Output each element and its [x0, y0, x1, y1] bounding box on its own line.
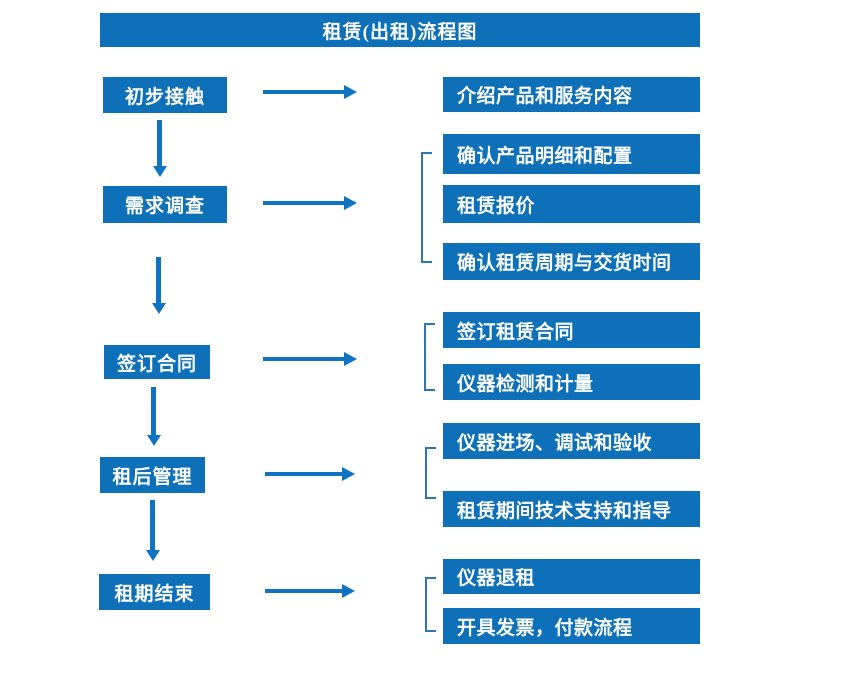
stage-box-rental-end: 租期结束 — [99, 574, 210, 610]
right-arrow-5-icon — [265, 589, 342, 593]
stage-label: 签订合同 — [116, 353, 197, 375]
stage-box-demand-survey: 需求调查 — [103, 186, 227, 223]
stage-label: 租后管理 — [112, 466, 193, 488]
detail-label: 租赁期间技术支持和指导 — [457, 500, 672, 522]
detail-label: 仪器进场、调试和验收 — [457, 432, 653, 454]
detail-label: 仪器退租 — [457, 568, 536, 589]
title-banner: 租赁(出租)流程图 — [100, 13, 700, 47]
page-title: 租赁(出租)流程图 — [322, 21, 478, 43]
stage-box-post-rental-management: 租后管理 — [100, 457, 205, 493]
right-arrow-4-icon — [265, 472, 342, 476]
detail-box-confirm-period-delivery: 确认租赁周期与交货时间 — [443, 243, 700, 280]
detail-box-intro-products-services: 介绍产品和服务内容 — [443, 77, 700, 112]
bracket-group-3-icon — [425, 447, 436, 499]
stage-label: 租期结束 — [114, 583, 195, 605]
detail-label: 开具发票，付款流程 — [457, 617, 633, 639]
detail-box-instrument-testing: 仪器检测和计量 — [443, 364, 700, 400]
detail-label: 租赁报价 — [457, 195, 536, 217]
detail-label: 确认租赁周期与交货时间 — [457, 253, 672, 274]
detail-box-rental-quote: 租赁报价 — [443, 185, 700, 223]
stage-label: 需求调查 — [124, 196, 205, 217]
bracket-group-1-icon — [421, 152, 432, 263]
right-arrow-3-icon — [263, 357, 344, 361]
detail-label: 介绍产品和服务内容 — [457, 86, 633, 107]
stage-box-initial-contact: 初步接触 — [103, 77, 227, 113]
right-arrow-1-icon — [263, 90, 344, 94]
bracket-group-2-icon — [424, 323, 435, 391]
stage-label: 初步接触 — [124, 86, 205, 108]
down-arrow-1-icon — [157, 120, 162, 166]
stage-box-sign-contract: 签订合同 — [104, 345, 210, 379]
detail-label: 确认产品明细和配置 — [457, 145, 633, 167]
right-arrow-2-icon — [263, 201, 344, 205]
detail-label: 仪器检测和计量 — [457, 373, 594, 395]
detail-box-sign-rental-contract: 签订租赁合同 — [443, 312, 700, 348]
detail-box-invoice-payment: 开具发票，付款流程 — [443, 608, 700, 644]
detail-box-tech-support: 租赁期间技术支持和指导 — [443, 491, 700, 527]
detail-box-instrument-setup-acceptance: 仪器进场、调试和验收 — [443, 423, 700, 459]
detail-label: 签订租赁合同 — [457, 321, 575, 343]
detail-box-confirm-product-config: 确认产品明细和配置 — [443, 134, 700, 174]
detail-box-instrument-return: 仪器退租 — [443, 559, 700, 594]
bracket-group-4-icon — [425, 577, 436, 632]
down-arrow-4-icon — [150, 500, 155, 550]
down-arrow-3-icon — [151, 387, 156, 435]
down-arrow-2-icon — [156, 257, 161, 303]
